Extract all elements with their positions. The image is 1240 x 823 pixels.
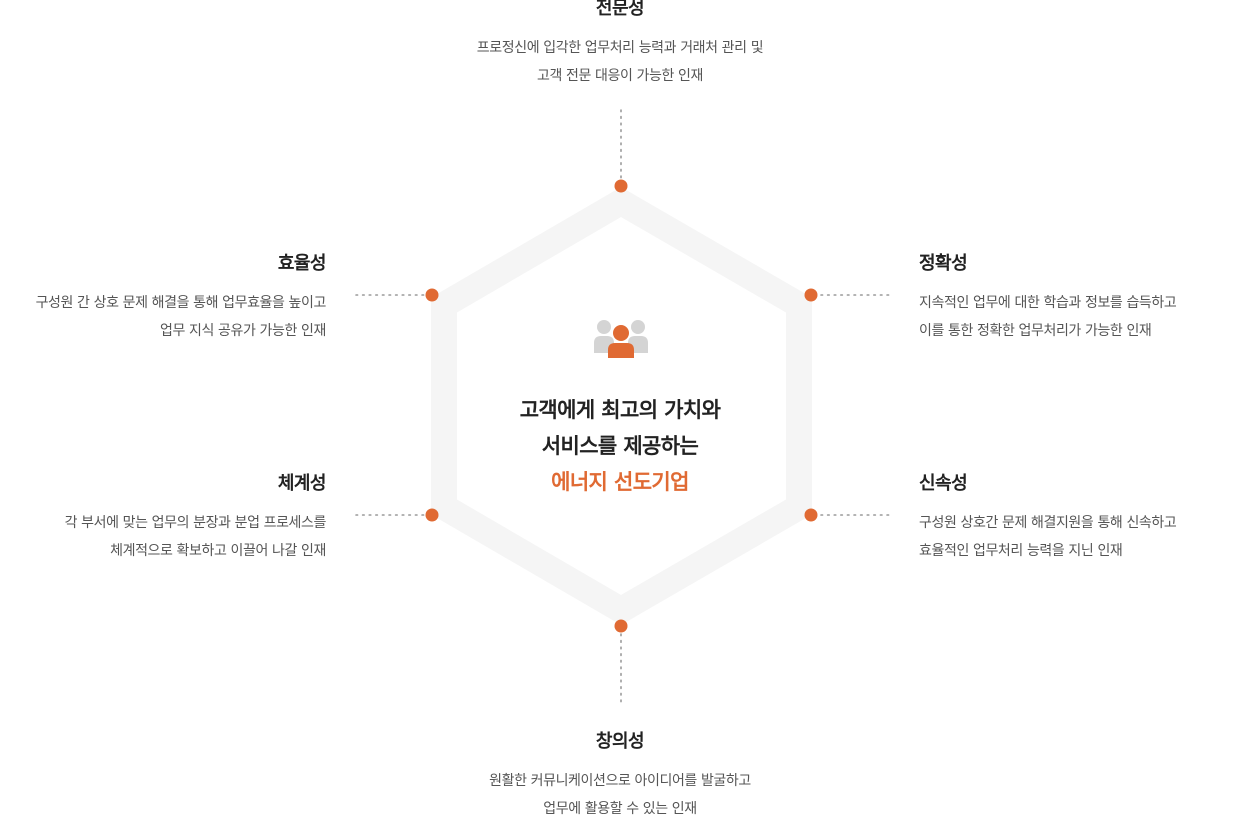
value-title-bottom: 창의성 [595,731,645,752]
node-dot-bottom [614,619,628,633]
value-title-right-upper: 정확성 [919,253,968,274]
value-block-right-lower: 신속성 구성원 상호간 문제 해결지원을 통해 신속하고 효율적인 업무처리 능… [919,473,1240,565]
center-slogan-line2: 서비스를 제공하는 [541,434,699,458]
node-dot-right-upper [804,288,818,302]
value-desc-top-line2: 고객 전문 대응이 가능한 인재 [537,68,703,84]
value-block-right-upper: 정확성 지속적인 업무에 대한 학습과 정보를 습득하고 이를 통한 정확한 업… [919,253,1240,345]
value-block-bottom: 창의성 원활한 커뮤니케이션으로 아이디어를 발굴하고 업무에 활용할 수 있는… [420,731,820,823]
value-desc-right-upper-line1: 지속적인 업무에 대한 학습과 정보를 습득하고 [919,295,1177,311]
hexagon-ring [431,186,812,626]
value-desc-bottom-line2: 업무에 활용할 수 있는 인재 [543,801,697,817]
value-block-top: 전문성 프로정신에 입각한 업무처리 능력과 거래처 관리 및 고객 전문 대응… [420,0,820,90]
value-desc-top-line1: 프로정신에 입각한 업무처리 능력과 거래처 관리 및 [476,40,764,56]
value-desc-left-upper-line1: 구성원 간 상호 문제 해결을 통해 업무효율을 높이고 [35,295,327,311]
center-slogan: 고객에게 최고의 가치와 서비스를 제공하는 에너지 선도기업 [420,392,820,500]
value-desc-left-lower-line1: 각 부서에 맞는 업무의 분장과 분업 프로세스를 [64,515,327,531]
value-desc-left-upper-line2: 업무 지식 공유가 가능한 인재 [160,323,326,339]
value-title-top: 전문성 [595,0,645,19]
center-slogan-line1: 고객에게 최고의 가치와 [519,398,721,422]
value-desc-left-lower-line2: 체계적으로 확보하고 이끌어 나갈 인재 [110,543,326,559]
node-dot-right-lower [804,508,818,522]
value-block-left-lower: 체계성 각 부서에 맞는 업무의 분장과 분업 프로세스를 체계적으로 확보하고… [0,473,327,565]
value-title-left-upper: 효율성 [277,253,327,274]
people-group-icon [594,320,648,358]
value-block-left-upper: 효율성 구성원 간 상호 문제 해결을 통해 업무효율을 높이고 업무 지식 공… [0,253,327,345]
value-desc-bottom-line1: 원활한 커뮤니케이션으로 아이디어를 발굴하고 [489,773,751,789]
value-desc-right-lower-line2: 효율적인 업무처리 능력을 지닌 인재 [919,543,1123,559]
center-slogan-highlight: 에너지 선도기업 [551,470,689,494]
value-desc-right-lower-line1: 구성원 상호간 문제 해결지원을 통해 신속하고 [919,515,1177,531]
node-dot-left-lower [425,508,439,522]
node-dot-left-upper [425,288,439,302]
value-title-left-lower: 체계성 [277,473,327,494]
value-title-right-lower: 신속성 [919,473,968,494]
value-desc-right-upper-line2: 이를 통한 정확한 업무처리가 가능한 인재 [919,323,1152,339]
node-dot-top [614,179,628,193]
